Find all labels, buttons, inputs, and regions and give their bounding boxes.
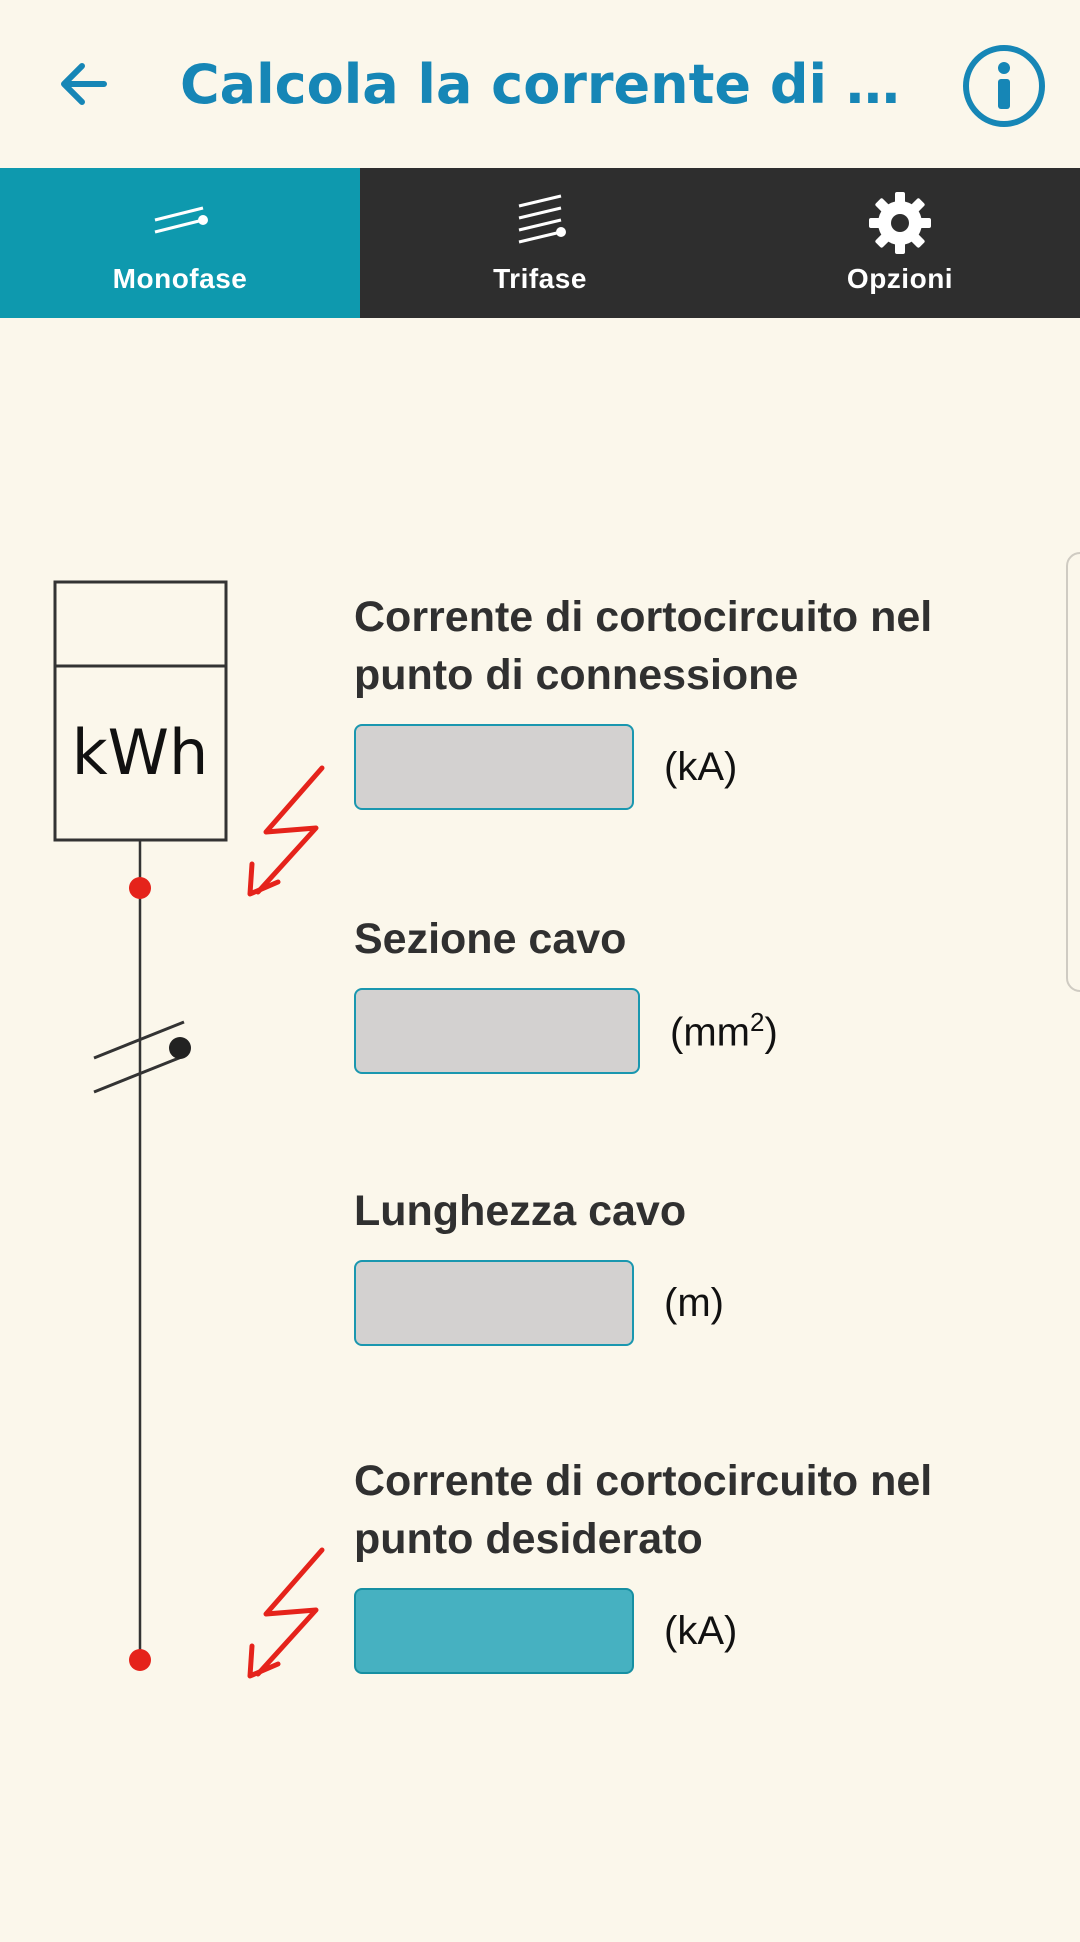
desired-current-label: Corrente di cortocircuito nel punto desi… (354, 1452, 994, 1568)
cable-length-group: Lunghezza cavo (m) (354, 1182, 994, 1346)
info-button[interactable] (960, 42, 1048, 130)
desired-current-output (354, 1588, 634, 1674)
desired-current-label-line2: punto desiderato (354, 1515, 703, 1563)
connection-current-label: Corrente di cortocircuito nel punto di c… (354, 588, 994, 704)
connection-current-input[interactable] (354, 724, 634, 810)
tab-bar: Monofase Trifase (0, 168, 1080, 318)
tab-trifase[interactable]: Trifase (360, 168, 720, 318)
connection-current-group: Corrente di cortocircuito nel punto di c… (354, 588, 994, 810)
cable-section-input[interactable] (354, 988, 640, 1074)
connection-current-label-line1: Corrente di cortocircuito nel (354, 593, 933, 641)
cable-length-label: Lunghezza cavo (354, 1187, 687, 1235)
tab-monofase[interactable]: Monofase (0, 168, 360, 318)
edge-panel-handle[interactable] (1066, 552, 1080, 992)
fault-arrow-icon (247, 765, 325, 897)
connection-current-unit: (kA) (664, 744, 738, 789)
connection-point-dot (129, 877, 151, 899)
arrow-left-icon (61, 63, 107, 105)
cable-section-group: Sezione cavo (mm2) (354, 910, 994, 1074)
page-title: Calcola la corrente di cortocircuito (180, 53, 920, 116)
meter-box (53, 580, 228, 842)
cable-section-unit: (mm2) (670, 1006, 778, 1055)
cable-length-unit: (m) (664, 1280, 724, 1325)
cable-length-input[interactable] (354, 1260, 634, 1346)
tab-monofase-label: Monofase (112, 263, 248, 294)
single-phase-symbol (93, 1020, 191, 1094)
desired-current-unit: (kA) (664, 1608, 738, 1653)
desired-current-label-line1: Corrente di cortocircuito nel (354, 1457, 933, 1505)
tab-trifase-label: Trifase (493, 263, 587, 294)
gear-icon (869, 192, 931, 254)
fault-arrow-icon (247, 1547, 325, 1679)
tab-opzioni-label: Opzioni (846, 263, 954, 294)
three-phase-icon (518, 194, 566, 244)
meter-label: kWh (72, 716, 209, 789)
cable-section-label: Sezione cavo (354, 915, 627, 963)
info-icon (963, 45, 1045, 127)
single-phase-icon (154, 206, 208, 234)
circuit-diagram: kWh (53, 580, 325, 1679)
app-bar: Calcola la corrente di cortocircuito (0, 0, 1080, 168)
back-button[interactable] (44, 44, 124, 124)
desired-point-dot (129, 1649, 151, 1671)
tab-opzioni[interactable]: Opzioni (720, 168, 1080, 318)
desired-current-group: Corrente di cortocircuito nel punto desi… (354, 1452, 994, 1674)
connection-current-label-line2: punto di connessione (354, 651, 799, 699)
